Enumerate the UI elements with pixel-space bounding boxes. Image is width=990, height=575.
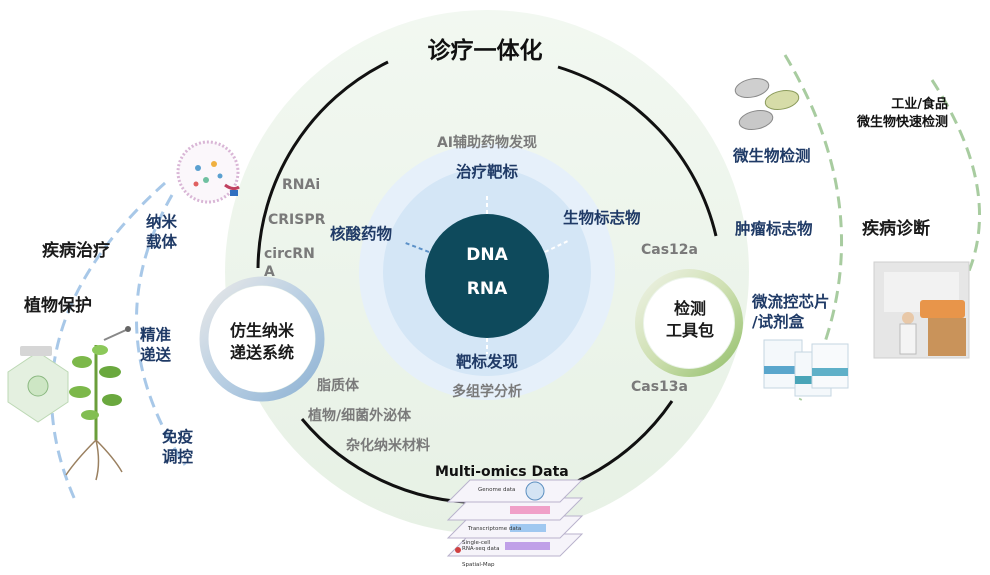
outer-arc-right [557, 65, 718, 237]
delivery-hub-ring [199, 276, 325, 402]
delivery-item-crispr: CRISPR [268, 212, 326, 228]
spoke-left [402, 241, 430, 253]
kit-hub-ring [635, 269, 743, 377]
diagnosis-illustration [873, 261, 970, 359]
outer-arc-left [256, 60, 389, 269]
microbe-detection-label: 微生物检测 [733, 147, 811, 165]
immune-regulation-label: 免疫 调控 [162, 428, 194, 467]
delivery-item-circrna: circRN A [264, 246, 315, 280]
microbes-illustration [734, 78, 800, 130]
delivery-item-hybrid: 杂化纳米材料 [346, 438, 430, 454]
delivery-hub-fill [209, 286, 315, 392]
omics-layer-transcriptome: Transcriptome data [468, 526, 522, 532]
omics-layer-spatial: Spatial-Map [462, 562, 495, 568]
ai-drug-discovery-label: AI辅助药物发现 [436, 135, 538, 151]
nanocarrier-illustration [176, 140, 240, 204]
core-dna: DNA [466, 245, 508, 265]
delivery-item-rnai: RNAi [282, 177, 321, 193]
plant-protection-label: 植物保护 [24, 296, 92, 316]
core-circle [425, 214, 549, 338]
spoke-right [544, 239, 571, 253]
left-dashed-arc-inner [135, 194, 187, 466]
plant-illustration [7, 326, 131, 481]
precise-delivery-label: 精准 递送 [140, 326, 172, 365]
industry-food-label: 工业/食品 微生物快速检测 [856, 97, 948, 130]
right-dashed-arc-outer [930, 79, 981, 291]
omics-stack-illustration [446, 479, 584, 557]
disease-diagnosis-label: 疾病诊断 [862, 219, 930, 239]
delivery-hub-line1: 仿生纳米 [229, 321, 294, 340]
biomarker-label: 生物标志物 [563, 209, 641, 227]
omics-layer-genome: Genome data [478, 487, 516, 493]
microfluidic-kit-label: 微流控芯片 /试剂盒 [752, 293, 830, 332]
kit-item-cas12a: Cas12a [641, 242, 698, 258]
delivery-item-liposome: 脂质体 [317, 378, 359, 394]
nanocarrier-label: 纳米 载体 [146, 213, 178, 252]
main-title: 诊疗一体化 [427, 38, 543, 64]
nucleic-acid-drug-label: 核酸药物 [330, 225, 393, 243]
kit-item-cas13a: Cas13a [631, 379, 688, 395]
delivery-hub-line2: 递送系统 [229, 343, 294, 362]
multi-omics-analysis-label: 多组学分析 [452, 384, 522, 400]
therapy-target-label: 治疗靶标 [455, 163, 518, 181]
disease-treatment-label: 疾病治疗 [42, 241, 110, 261]
core-rna: RNA [466, 279, 508, 299]
kit-boxes-illustration [763, 339, 849, 397]
kit-hub-line1: 检测 [673, 299, 706, 318]
delivery-item-exosome: 植物/细菌外泌体 [308, 408, 412, 424]
multi-omics-title: Multi-omics Data [435, 464, 569, 480]
left-dashed-arc-outer [50, 181, 166, 501]
kit-hub-fill [644, 278, 734, 368]
tumor-marker-label: 肿瘤标志物 [735, 220, 813, 238]
kit-hub-line2: 工具包 [665, 321, 714, 340]
target-discovery-label: 靶标发现 [455, 353, 518, 371]
omics-layer-scrna: Single-cell RNA-seq data [462, 540, 500, 553]
